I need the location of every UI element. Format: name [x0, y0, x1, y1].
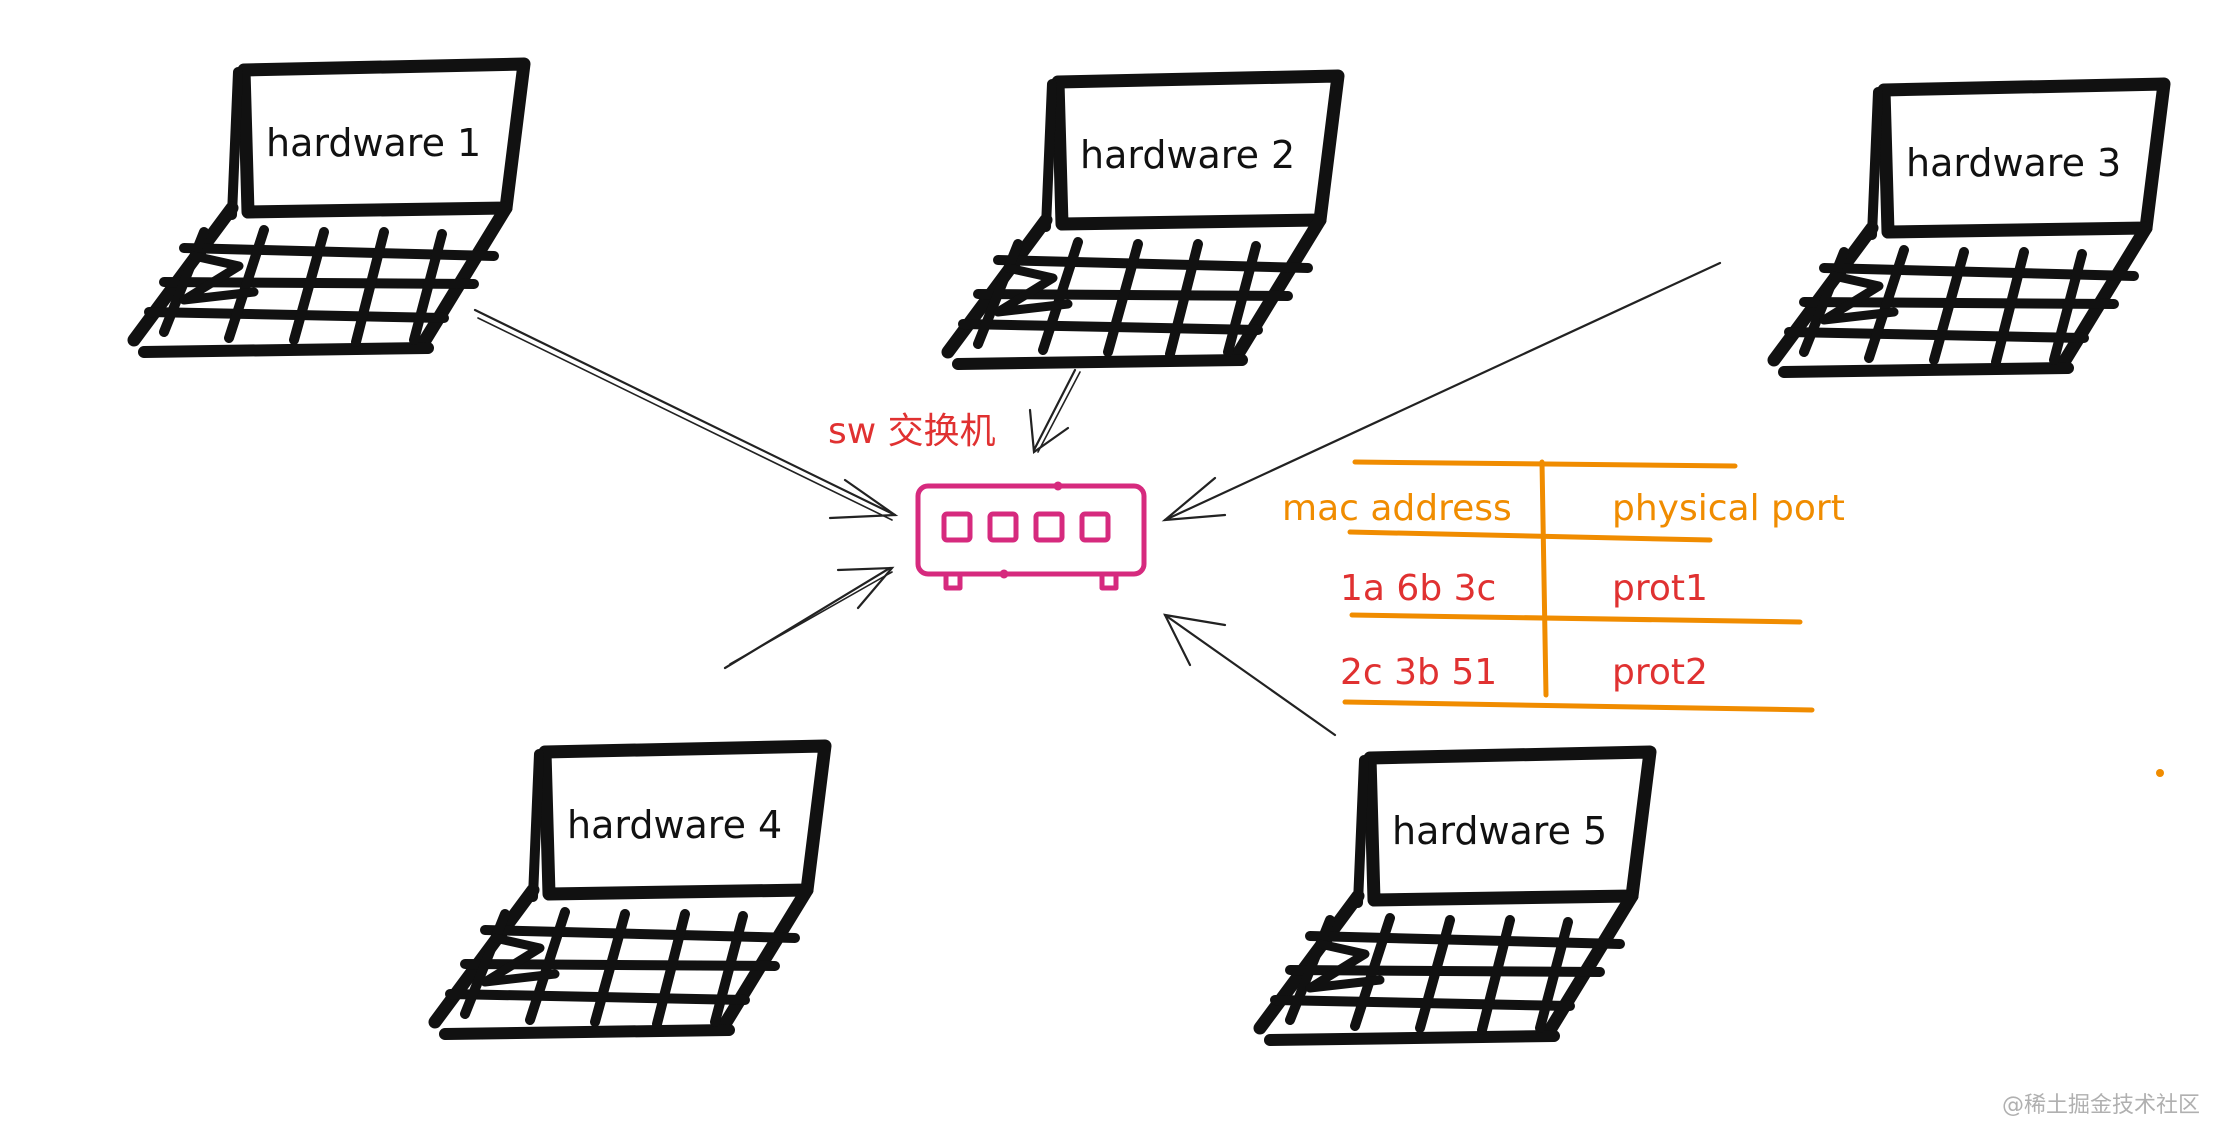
- stray-dot: [2156, 769, 2164, 777]
- arrow-hw1-to-switch: [473, 308, 899, 521]
- table-cell-port: prot2: [1612, 652, 1708, 693]
- table-cell-mac: 1a 6b 3c: [1340, 568, 1496, 609]
- device-label: hardware 2: [1080, 133, 1295, 177]
- laptop-icon: [1774, 84, 2164, 372]
- arrow-hw4-to-switch: [723, 566, 895, 670]
- laptop-icon: [435, 746, 825, 1034]
- device-hardware-3: hardware 3: [1774, 84, 2164, 372]
- device-label: hardware 3: [1906, 141, 2121, 185]
- table-cell-port: prot1: [1612, 568, 1708, 609]
- network-switch: sw 交换机: [828, 411, 1147, 591]
- device-hardware-4: hardware 4: [435, 746, 825, 1034]
- device-label: hardware 4: [567, 803, 782, 847]
- table-grid: [1342, 459, 1815, 713]
- arrow-hw2-to-switch: [1028, 368, 1081, 454]
- network-switch-icon: [915, 481, 1147, 591]
- arrow-hw5-to-switch: [1163, 613, 1337, 737]
- arrow-hw3-to-switch: [1161, 261, 1722, 522]
- device-label: hardware 5: [1392, 809, 1607, 853]
- laptop-icon: [134, 64, 524, 352]
- laptop-icon: [1260, 752, 1650, 1040]
- laptop-icon: [948, 76, 1338, 364]
- switch-label: sw 交换机: [828, 411, 996, 452]
- device-label: hardware 1: [266, 121, 481, 165]
- table-header-mac: mac address: [1282, 488, 1512, 529]
- device-hardware-5: hardware 5: [1260, 752, 1650, 1040]
- mac-address-table: mac address physical port 1a 6b 3c prot1…: [1282, 459, 1845, 713]
- table-cell-mac: 2c 3b 51: [1340, 652, 1497, 693]
- watermark: @稀土掘金技术社区: [2002, 1093, 2200, 1118]
- table-header-port: physical port: [1612, 488, 1845, 529]
- connection-arrows: [473, 261, 1722, 737]
- device-hardware-1: hardware 1: [134, 64, 524, 352]
- device-hardware-2: hardware 2: [948, 76, 1338, 364]
